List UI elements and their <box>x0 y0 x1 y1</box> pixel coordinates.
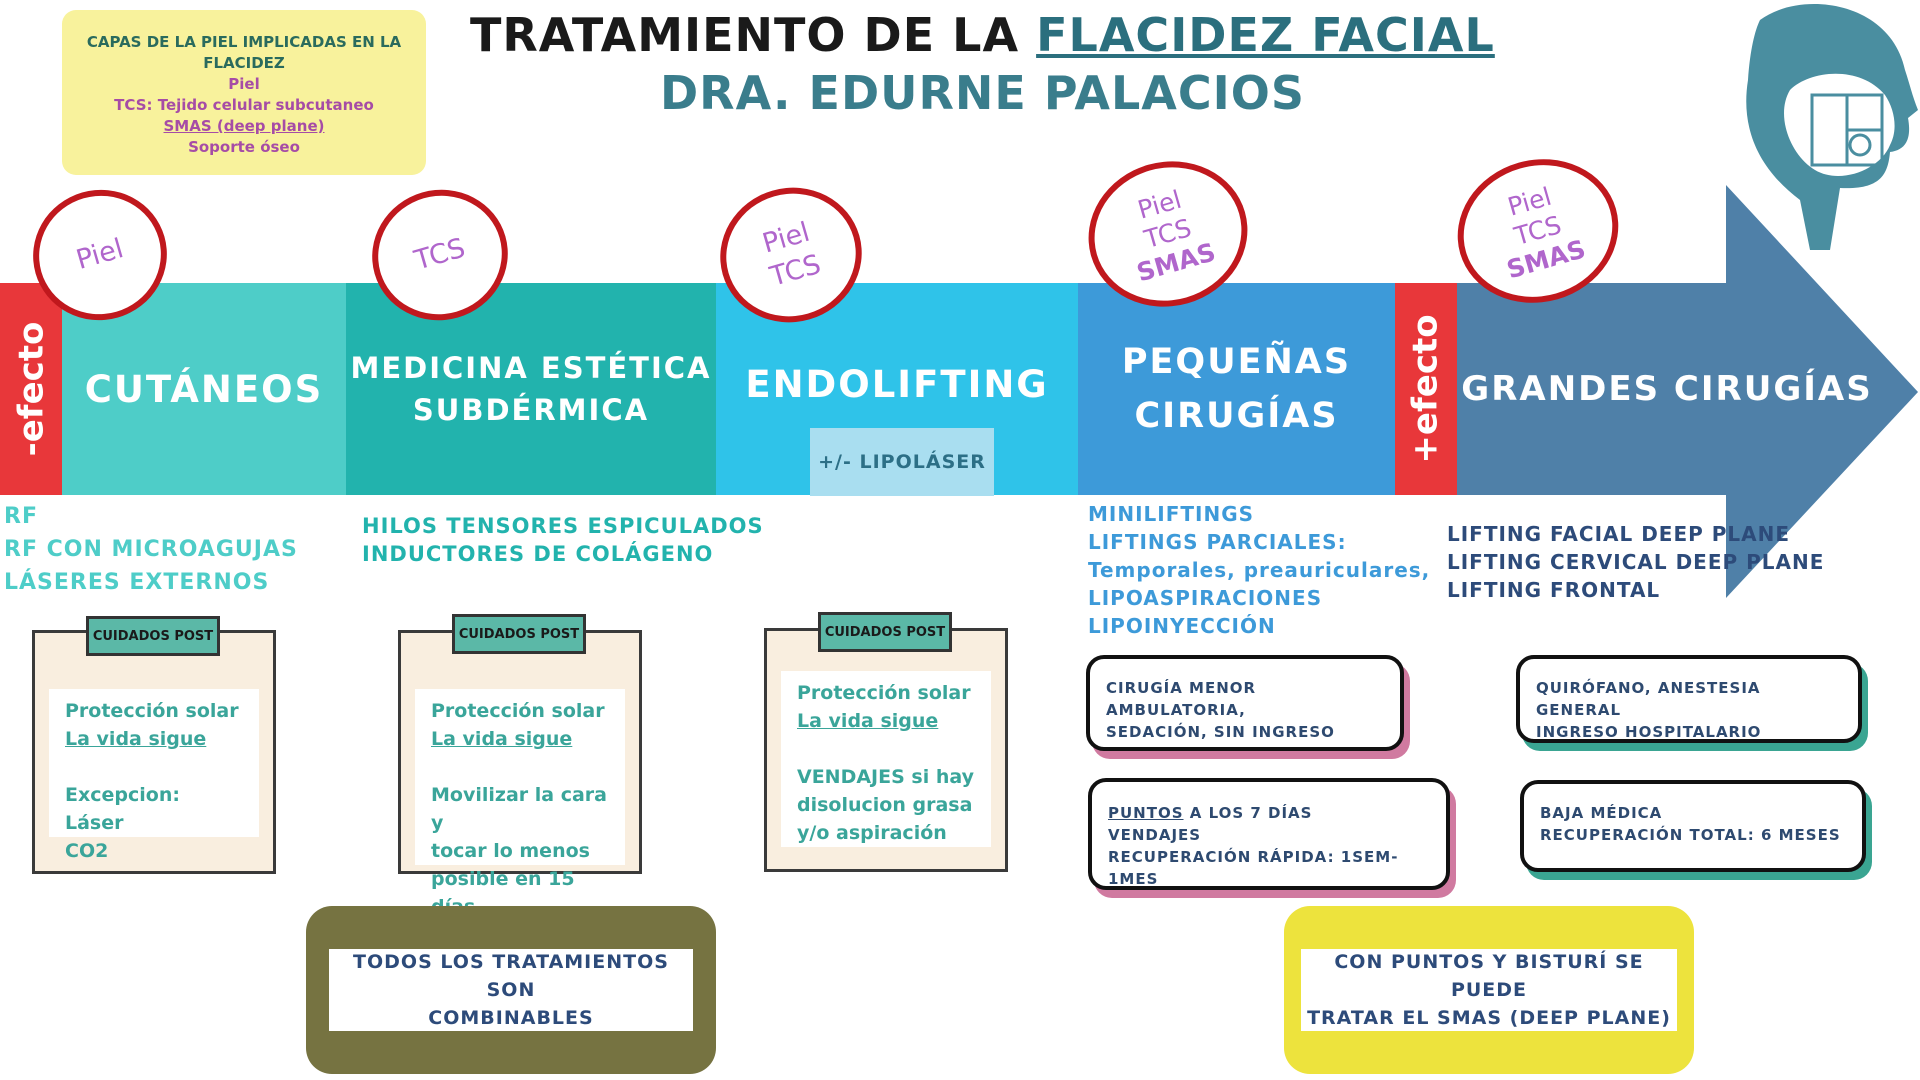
circle-text: TCS <box>411 232 469 277</box>
callout-line: BAJA MÉDICA <box>1540 804 1663 822</box>
more-effect-label: +efecto <box>1406 314 1447 464</box>
list-item: LIFTING FACIAL DEEP PLANE <box>1447 522 1791 546</box>
aftercare-line: La vida sigue <box>797 710 939 732</box>
smas-treatment-box: CON PUNTOS Y BISTURÍ SE PUEDE TRATAR EL … <box>1284 906 1694 1074</box>
callout-line: CIRUGÍA MENOR AMBULATORIA, <box>1106 679 1257 719</box>
list-item: LIPOASPIRACIONES <box>1088 586 1323 610</box>
aftercare-tag: CUIDADOS POST <box>818 612 952 652</box>
list-item: INDUCTORES DE COLÁGENO <box>362 542 714 566</box>
aftercare-line: Excepcion: Láser <box>65 784 180 834</box>
aftercare-tag: CUIDADOS POST <box>86 616 220 656</box>
aftercare-card-medicina: Protección solar La vida sigue Movilizar… <box>398 630 642 918</box>
pequenas-conditions-callout: CIRUGÍA MENOR AMBULATORIA, SEDACIÓN, SIN… <box>1086 655 1404 751</box>
list-item: LIFTINGS PARCIALES: <box>1088 530 1347 554</box>
note-line: FLACIDEZ <box>203 54 285 72</box>
grandes-label: GRANDES CIRUGÍAS <box>1461 369 1873 409</box>
list-item: LIFTING CERVICAL DEEP PLANE <box>1447 550 1825 574</box>
title-highlight: FLACIDEZ FACIAL <box>1036 8 1495 62</box>
lipolaser-label: +/- LIPOLÁSER <box>810 428 994 496</box>
aftercare-tag: CUIDADOS POST <box>452 614 586 654</box>
pequenas-recovery-callout: PUNTOS A LOS 7 DÍAS VENDAJES RECUPERACIÓ… <box>1088 778 1450 890</box>
pequenas-label-line1: PEQUEÑAS <box>1121 342 1352 382</box>
cutaneos-list: RF RF CON MICROAGUJAS LÁSERES EXTERNOS <box>4 500 298 599</box>
grandes-conditions-callout: QUIRÓFANO, ANESTESIA GENERAL INGRESO HOS… <box>1516 655 1862 743</box>
callout-line: QUIRÓFANO, ANESTESIA GENERAL <box>1536 679 1761 719</box>
less-effect-label: -efecto <box>11 321 52 457</box>
grandes-list: LIFTING FACIAL DEEP PLANE LIFTING CERVIC… <box>1447 520 1824 604</box>
grandes-recovery-callout: BAJA MÉDICA RECUPERACIÓN TOTAL: 6 MESES <box>1520 780 1866 872</box>
list-item: RF CON MICROAGUJAS <box>4 537 298 562</box>
combinable-line1: TODOS LOS TRATAMIENTOS SON <box>353 951 669 1001</box>
note-line: TCS: Tejido celular subcutaneo <box>114 96 374 114</box>
smas-line1: CON PUNTOS Y BISTURÍ SE PUEDE <box>1334 951 1644 1001</box>
aftercare-line: La vida sigue <box>65 728 207 750</box>
skin-layers-note: CAPAS DE LA PIEL IMPLICADAS EN LA FLACID… <box>62 10 426 175</box>
list-item: HILOS TENSORES ESPICULADOS <box>362 514 764 538</box>
list-item: Temporales, preauriculares, <box>1088 558 1431 582</box>
note-line: Piel <box>228 75 260 93</box>
aftercare-line: CO2 <box>65 840 109 862</box>
medicina-label-line1: MEDICINA ESTÉTICA <box>350 351 712 385</box>
callout-line: RECUPERACIÓN RÁPIDA: 1SEM-1MES <box>1108 848 1399 888</box>
page-title: TRATAMIENTO DE LA FLACIDEZ FACIAL <box>470 8 1495 62</box>
note-line: CAPAS DE LA PIEL IMPLICADAS EN LA <box>86 33 402 51</box>
list-item: MINILIFTINGS <box>1088 502 1255 526</box>
aftercare-line: La vida sigue <box>431 728 573 750</box>
list-item: LIFTING FRONTAL <box>1447 578 1661 602</box>
callout-line: INGRESO HOSPITALARIO <box>1536 723 1762 741</box>
aftercare-card-cutaneos: Protección solar La vida sigue Excepcion… <box>32 630 276 874</box>
aftercare-line: disolucion grasa <box>797 794 973 816</box>
more-effect-marker: +efecto <box>1395 283 1457 495</box>
callout-line: VENDAJES <box>1108 826 1202 844</box>
pequenas-segment: PEQUEÑAS CIRUGÍAS <box>1078 283 1395 495</box>
pequenas-list: MINILIFTINGS LIFTINGS PARCIALES: Tempora… <box>1088 500 1430 640</box>
title-prefix: TRATAMIENTO DE LA <box>470 8 1037 62</box>
list-item: RF <box>4 504 38 529</box>
head-profile-icon <box>1746 4 1918 251</box>
circle-text: Piel <box>72 233 127 276</box>
aftercare-line: VENDAJES si hay <box>797 766 974 788</box>
callout-line: SEDACIÓN, SIN INGRESO <box>1106 723 1335 741</box>
list-item: LIPOINYECCIÓN <box>1088 614 1276 638</box>
callout-line: RECUPERACIÓN TOTAL: 6 MESES <box>1540 826 1841 844</box>
less-effect-marker: -efecto <box>0 283 62 495</box>
aftercare-card-endolifting: Protección solar La vida sigue VENDAJES … <box>764 628 1008 872</box>
aftercare-line: Protección solar <box>65 700 239 722</box>
medicina-label-line2: SUBDÉRMICA <box>412 393 650 427</box>
aftercare-line: Protección solar <box>797 682 971 704</box>
aftercare-line: y/o aspiración <box>797 822 947 844</box>
aftercare-line: tocar lo menos <box>431 840 590 862</box>
page-subtitle: DRA. EDURNE PALACIOS <box>660 66 1305 120</box>
combinable-treatments-box: TODOS LOS TRATAMIENTOS SON COMBINABLES <box>306 906 716 1074</box>
pequenas-label-line2: CIRUGÍAS <box>1134 396 1339 436</box>
endolifting-label: ENDOLIFTING <box>745 363 1049 406</box>
grandes-segment: GRANDES CIRUGÍAS <box>1457 283 1877 495</box>
medicina-segment: MEDICINA ESTÉTICA SUBDÉRMICA <box>346 283 716 495</box>
list-item: LÁSERES EXTERNOS <box>4 570 270 595</box>
smas-line2: TRATAR EL SMAS (DEEP PLANE) <box>1307 1007 1671 1029</box>
note-line: Soporte óseo <box>188 138 300 156</box>
note-line: SMAS (deep plane) <box>163 117 325 135</box>
medicina-list: HILOS TENSORES ESPICULADOS INDUCTORES DE… <box>362 512 764 568</box>
callout-puntos: PUNTOS <box>1108 804 1184 822</box>
cutaneos-label: CUTÁNEOS <box>84 367 324 411</box>
callout-line: A LOS 7 DÍAS <box>1183 804 1313 822</box>
combinable-line2: COMBINABLES <box>428 1007 594 1029</box>
aftercare-line: Movilizar la cara y <box>431 784 607 834</box>
aftercare-line: Protección solar <box>431 700 605 722</box>
